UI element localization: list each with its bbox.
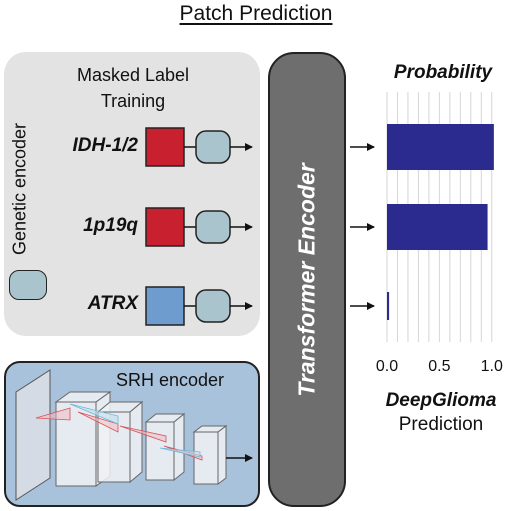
genetic-token-legend [9,270,47,300]
srh-encoder-title: SRH encoder [115,370,225,390]
bar-atrx [387,292,390,320]
gene-square-atrx [145,286,185,326]
chart-title: Probability [393,62,493,83]
gene-row-atrx [145,286,253,326]
transformer-encoder-block [268,52,346,507]
diagram-title: Patch Prediction [179,2,333,25]
gene-token-1p19q [195,210,231,244]
gene-row-idh [145,127,253,167]
bar-idh-1-2 [387,124,494,170]
gene-row-1p19q [145,207,253,247]
x-tick-label: 1.0 [481,358,503,375]
gene-token-atrx [195,289,231,323]
gene-square-1p19q [145,207,185,247]
conv-block-2 [96,400,144,484]
conv-block-4 [192,425,228,485]
input-image-plane [15,369,51,501]
gene-token-idh [195,130,231,164]
x-tick-label: 0.5 [428,358,450,375]
cnn-illustration [15,369,253,501]
receptive-field-cones [35,407,203,461]
gene-square-idh [145,127,185,167]
probability-chart: 0.0 0.5 1.0 [376,92,503,375]
gene-label-idh: IDH-1/2 [72,135,138,156]
deepglioma-label: DeepGlioma [385,390,497,411]
masked-label-training-title: Masked Label Training [76,65,190,111]
gene-label-1p19q: 1p19q [83,215,138,236]
chart-bars [387,124,494,320]
prediction-label: Prediction [398,414,484,435]
bar-1p19q [387,204,488,250]
x-tick-label: 0.0 [376,358,398,375]
chart-ticks: 0.0 0.5 1.0 [376,358,503,375]
conv-block-3 [144,412,186,482]
gene-label-atrx: ATRX [87,293,138,314]
